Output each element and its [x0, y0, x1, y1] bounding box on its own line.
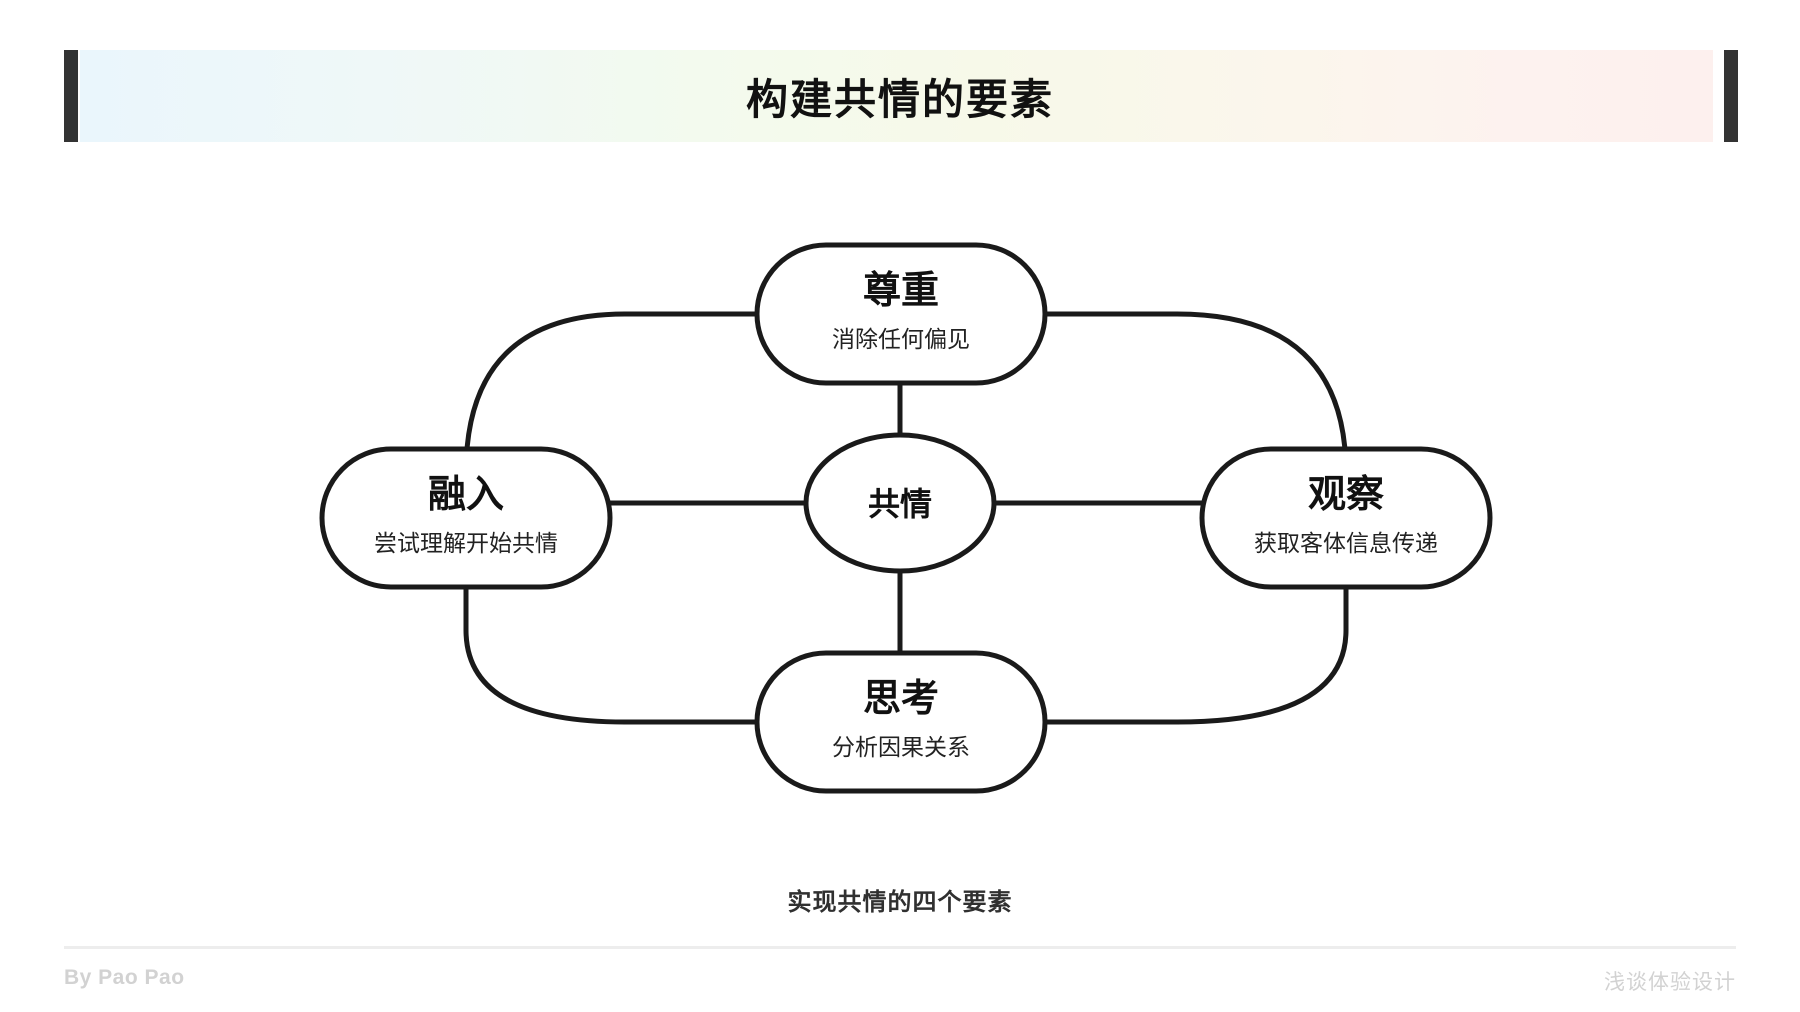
node-right-subtitle: 获取客体信息传递 [1254, 530, 1438, 556]
connector-top-left [463, 311, 760, 474]
node-top-title: 尊重 [863, 270, 939, 312]
center-spokes [610, 383, 1202, 653]
node-top[interactable]: 尊重 消除任何偏见 [754, 242, 1048, 386]
page-title: 构建共情的要素 [745, 75, 1054, 123]
outer-ring-connectors [463, 311, 1349, 725]
node-bottom-subtitle: 分析因果关系 [832, 734, 970, 760]
node-top-subtitle: 消除任何偏见 [832, 326, 970, 352]
footer-divider [64, 946, 1736, 949]
node-left[interactable]: 融入 尝试理解开始共情 [319, 446, 613, 590]
header-accent-bar-right [1724, 50, 1738, 142]
header-accent-bar-left [64, 50, 78, 142]
node-center-title: 共情 [868, 486, 932, 522]
node-left-shape [319, 446, 613, 590]
node-center-shape [803, 432, 997, 574]
node-right[interactable]: 观察 获取客体信息传递 [1199, 446, 1493, 590]
footer-series: 浅谈体验设计 [1604, 971, 1736, 994]
node-right-shape [1199, 446, 1493, 590]
node-left-title: 融入 [428, 474, 504, 516]
connector-bottom-right [1042, 584, 1349, 725]
node-right-title: 观察 [1308, 474, 1384, 516]
diagram-caption: 实现共情的四个要素 [787, 889, 1013, 916]
node-top-shape [754, 242, 1048, 386]
connector-top-right [1042, 311, 1349, 474]
slide-header: 构建共情的要素 [0, 50, 1800, 142]
node-left-subtitle: 尝试理解开始共情 [374, 530, 558, 556]
footer-author: By Pao Pao [64, 966, 185, 989]
node-bottom-shape [754, 650, 1048, 794]
header-gradient-band [80, 50, 1713, 142]
connector-bottom-left [463, 584, 760, 725]
node-center[interactable]: 共情 [803, 432, 997, 574]
node-bottom[interactable]: 思考 分析因果关系 [754, 650, 1048, 794]
empathy-diagram: 尊重 消除任何偏见 融入 尝试理解开始共情 观察 获取客体信息传递 思考 分析因… [0, 160, 1800, 860]
node-bottom-title: 思考 [863, 678, 939, 720]
